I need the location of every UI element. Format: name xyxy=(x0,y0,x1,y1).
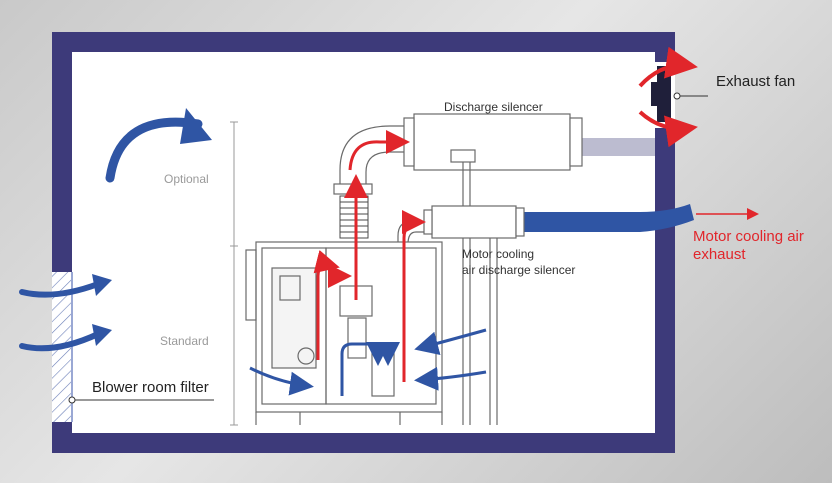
exhaust-fan-label: Exhaust fan xyxy=(716,73,796,90)
optional-label: Optional xyxy=(164,172,209,186)
filter-intake-arrowhead-top xyxy=(92,274,112,296)
blower-package xyxy=(245,241,443,425)
discharge-elbow xyxy=(333,125,404,195)
room-airflow-arrowhead xyxy=(180,108,212,144)
room-airflow-arrow xyxy=(105,117,203,183)
motor-cooling-exhaust-line1: Motor cooling air xyxy=(693,228,804,245)
exhaust-fan-unit xyxy=(651,62,675,128)
filter-intake-arrows xyxy=(19,281,101,352)
cool-air-flow xyxy=(249,328,487,396)
standard-label: Standard xyxy=(160,334,209,348)
motor-cooling-silencer-line2: air discharge silencer xyxy=(462,263,576,277)
height-bracket xyxy=(230,121,238,426)
exhaust-fan-arrows xyxy=(638,46,698,148)
motor-cooling-exhaust-label: Motor cooling air exhaust xyxy=(693,228,804,264)
exhaust-fan-leader xyxy=(673,92,708,100)
discharge-silencer-label: Discharge silencer xyxy=(444,100,543,114)
motor-cooling-exhaust-line2: exhaust xyxy=(693,246,746,263)
motor-cooling-duct xyxy=(524,204,694,232)
hot-air-flow xyxy=(313,130,426,382)
filter-intake-arrowhead-bottom xyxy=(92,324,112,346)
discharge-duct xyxy=(582,138,655,156)
motor-cooling-silencer-label: Motor cooling air discharge silencer xyxy=(462,246,575,278)
blower-room-filter-leader xyxy=(68,396,214,404)
flexible-connector xyxy=(339,195,369,239)
blower-room-filter-label: Blower room filter xyxy=(92,379,209,396)
motor-cooling-silencer-line1: Motor cooling xyxy=(462,247,535,261)
